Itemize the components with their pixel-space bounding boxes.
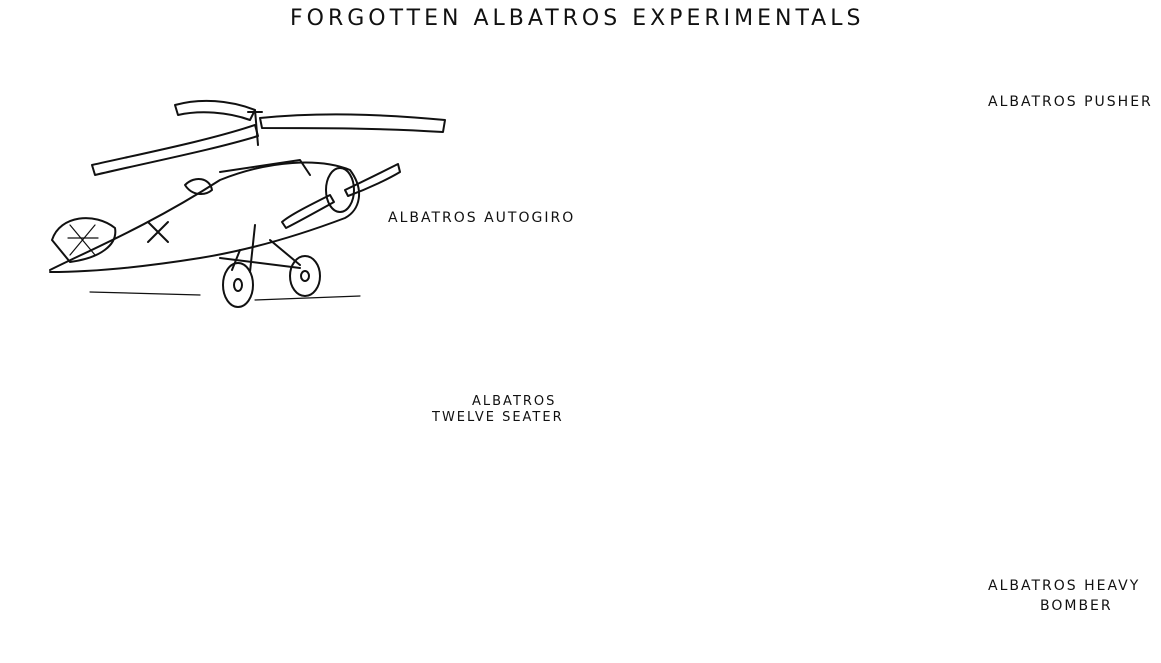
caption-twelve-seater-line1: ALBATROS — [472, 394, 557, 409]
caption-heavy-bomber-line2: BOMBER — [1040, 598, 1113, 614]
caption-pusher: ALBATROS PUSHER — [988, 94, 1153, 110]
page-title: FORGOTTEN ALBATROS EXPERIMENTALS — [290, 6, 865, 31]
caption-autogiro: ALBATROS AUTOGIRO — [388, 210, 576, 226]
autogiro-illustration — [49, 99, 446, 308]
caption-heavy-bomber-line1: ALBATROS HEAVY — [988, 578, 1141, 594]
caption-twelve-seater-line2: TWELVE SEATER — [432, 410, 564, 425]
